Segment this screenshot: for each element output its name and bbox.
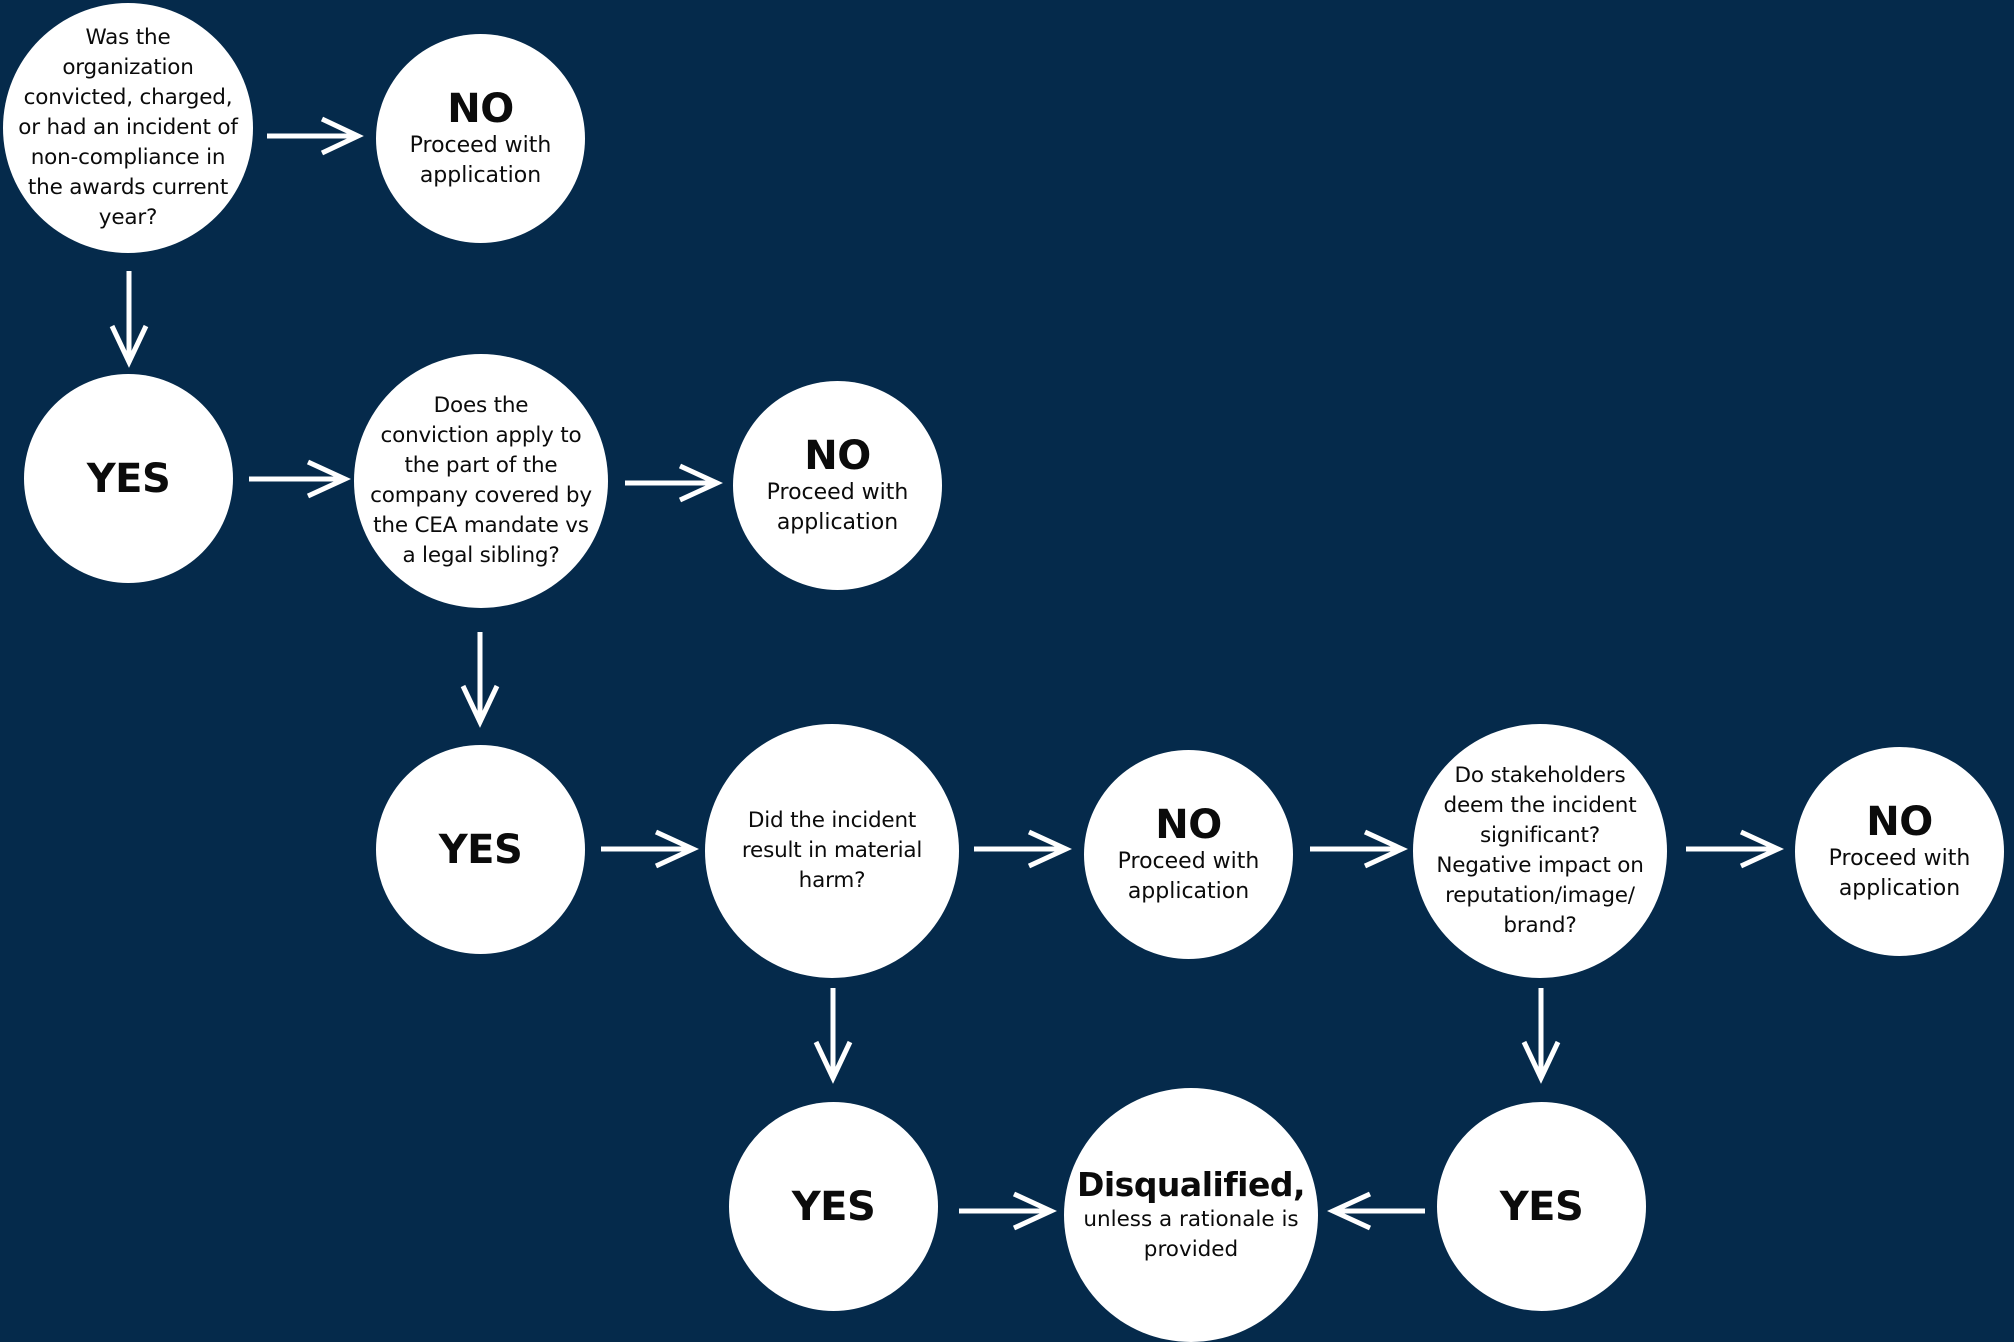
no-node-3: NO Proceed with application <box>1084 750 1293 959</box>
arrow-q4-to-no4 <box>1686 829 1784 869</box>
no-4-subtitle: Proceed with application <box>1828 845 1971 901</box>
arrow-q2-to-no2 <box>625 463 723 503</box>
question-node-4: Do stakeholders deem the incident signif… <box>1413 724 1667 978</box>
no-node-2: NO Proceed with application <box>733 381 942 590</box>
arrow-q4-to-yes4 <box>1521 988 1561 1084</box>
disqualified-node: Disqualified, unless a rationale is prov… <box>1064 1088 1318 1342</box>
yes-1-label: YES <box>86 455 171 502</box>
arrow-yes4-to-disqualified <box>1327 1191 1425 1231</box>
no-1-subtitle: Proceed with application <box>409 132 552 188</box>
no-2-title: NO <box>804 432 871 479</box>
yes-node-2: YES <box>376 745 585 954</box>
yes-2-label: YES <box>438 826 523 873</box>
disqualified-subtitle: unless a rationale is provided <box>1083 1207 1299 1262</box>
arrow-yes2-to-q3 <box>601 829 699 869</box>
disqualified-title: Disqualified, <box>1076 1165 1306 1204</box>
yes-4-label: YES <box>1499 1183 1584 1230</box>
no-node-4: NO Proceed with application <box>1795 747 2004 956</box>
no-node-1: NO Proceed with application <box>376 34 585 243</box>
no-1-title: NO <box>447 85 514 132</box>
yes-3-label: YES <box>791 1183 876 1230</box>
arrow-yes1-to-q2 <box>249 459 351 499</box>
yes-node-4: YES <box>1437 1102 1646 1311</box>
no-4-title: NO <box>1866 798 1933 845</box>
question-node-2: Does the conviction apply to the part of… <box>354 354 608 608</box>
no-3-subtitle: Proceed with application <box>1117 848 1260 904</box>
arrow-q1-to-yes1 <box>109 271 149 368</box>
question-4-text: Do stakeholders deem the incident signif… <box>1436 763 1644 938</box>
arrow-q3-to-yes3 <box>813 988 853 1084</box>
question-3-text: Did the incident result in material harm… <box>741 808 923 893</box>
question-node-1: Was the organization convicted, charged,… <box>3 3 253 253</box>
yes-node-3: YES <box>729 1102 938 1311</box>
arrow-yes3-to-disqualified <box>959 1191 1057 1231</box>
arrow-no3-to-q4 <box>1310 829 1408 869</box>
arrow-q1-to-no1 <box>267 116 364 156</box>
question-node-3: Did the incident result in material harm… <box>705 724 959 978</box>
question-2-text: Does the conviction apply to the part of… <box>370 393 592 568</box>
yes-node-1: YES <box>24 374 233 583</box>
arrow-q2-to-yes2 <box>460 632 500 728</box>
no-3-title: NO <box>1155 801 1222 848</box>
no-2-subtitle: Proceed with application <box>766 479 909 535</box>
arrow-q3-to-no3 <box>974 829 1072 869</box>
question-1-text: Was the organization convicted, charged,… <box>18 25 238 230</box>
